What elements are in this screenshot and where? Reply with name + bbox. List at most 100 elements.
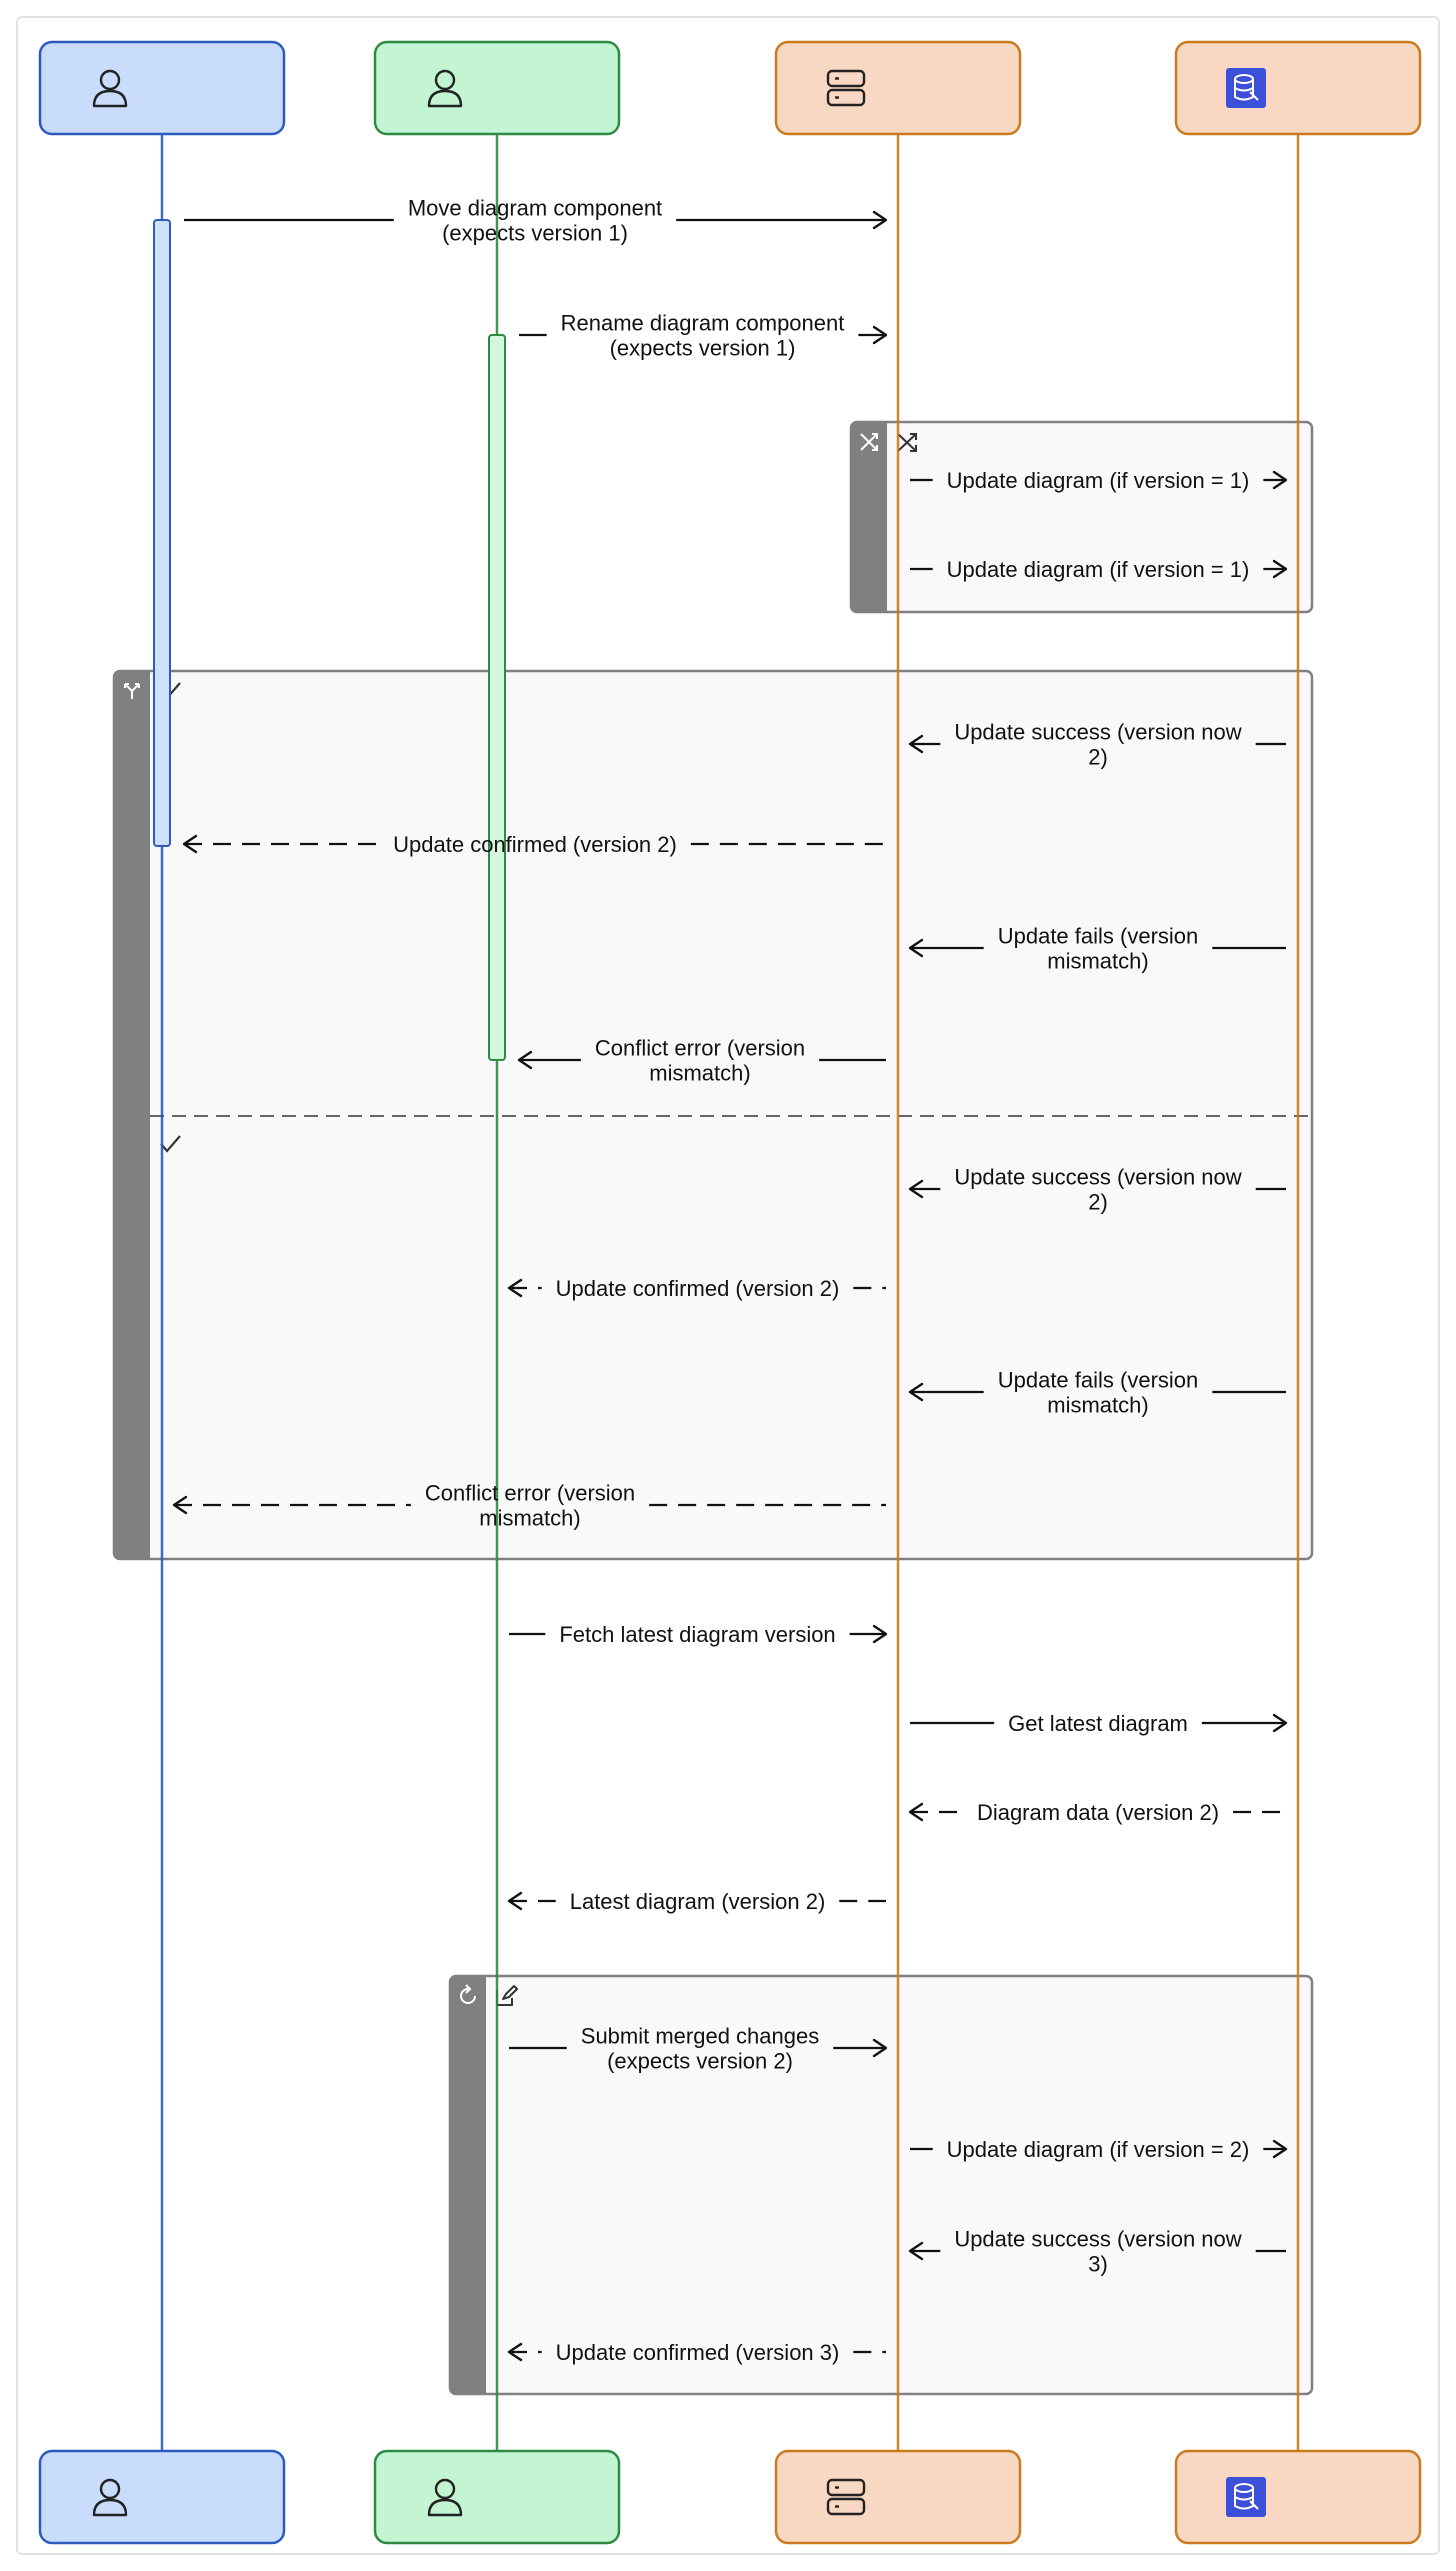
message-13: Get latest diagram [910,1711,1288,1736]
message-14: Diagram data (version 2) [908,1800,1286,1825]
message-label: mismatch) [1047,1393,1148,1418]
user_b-participant-header [373,40,621,136]
user-icon [92,2478,128,2517]
backend-participant-box [774,40,1022,136]
shuffle-icon [897,433,917,452]
message-arrowhead [872,325,888,345]
database-icon [1226,2477,1266,2517]
par-fragment-sidebar [851,422,887,612]
message-arrowhead [908,1802,924,1822]
user_a-participant-box [38,2449,286,2545]
message-arrowhead [172,1495,188,1515]
message-label: Update success (version now [954,1165,1241,1190]
user-icon [427,69,463,108]
opt-fragment-box [448,1974,1314,2396]
message-2: Update diagram (if version = 1) [910,468,1288,493]
message-label: mismatch) [649,1061,750,1086]
message-arrowhead [1272,470,1288,490]
backend-participant-header [774,40,1022,136]
message-label: Conflict error (version [425,1481,635,1506]
message-label: Fetch latest diagram version [559,1622,835,1647]
message-17: Update diagram (if version = 2) [910,2137,1288,2162]
message-label: Update diagram (if version = 1) [947,557,1250,582]
message-label: Update fails (version [998,924,1199,949]
message-arrowhead [507,1891,523,1911]
user_a-participant-footer [38,2449,286,2545]
message-0: Move diagram component(expects version 1… [184,196,888,246]
message-arrowhead [872,1624,888,1644]
user_b-activation-bar [488,334,506,1061]
backend-participant-footer [774,2449,1022,2545]
message-arrowhead [908,734,924,754]
message-12: Fetch latest diagram version [509,1622,888,1647]
user_a-participant-box [38,40,286,136]
message-label: Rename diagram component [561,311,845,336]
message-arrowhead [908,1382,924,1402]
server-icon [826,69,866,107]
backend-participant-box [774,2449,1022,2545]
shuffle-icon [860,433,878,451]
message-label: Move diagram component [408,196,662,221]
message-label: Latest diagram (version 2) [570,1889,826,1914]
message-label: 2) [1088,1190,1108,1215]
message-label: Update diagram (if version = 1) [947,468,1250,493]
message-arrowhead [507,1278,523,1298]
message-label: Update success (version now [954,2227,1241,2252]
message-1: Rename diagram component(expects version… [519,311,888,361]
user-icon [92,69,128,108]
message-5: Update confirmed (version 2) [182,832,886,857]
message-label: Update success (version now [954,720,1241,745]
message-label: Update confirmed (version 3) [556,2340,840,2365]
server-icon [826,2478,866,2516]
user-icon [427,2478,463,2517]
alt-fragment-sidebar [114,671,150,1559]
loop-icon [460,1984,476,2004]
message-arrowhead [1272,1713,1288,1733]
message-9: Update confirmed (version 2) [507,1276,886,1301]
message-arrowhead [1272,559,1288,579]
message-arrowhead [182,834,198,854]
split-icon [124,683,140,699]
user_b-participant-footer [373,2449,621,2545]
message-label: mismatch) [1047,949,1148,974]
message-label: Conflict error (version [595,1036,805,1061]
diagram-frame [16,16,1440,2555]
user_a-activation-bar [153,219,171,847]
message-label: (expects version 2) [607,2049,793,2074]
par-fragment [849,420,1314,614]
message-arrowhead [507,2342,523,2362]
message-3: Update diagram (if version = 1) [910,557,1288,582]
message-label: (expects version 1) [442,221,628,246]
message-label: Update confirmed (version 2) [393,832,677,857]
message-label: Update fails (version [998,1368,1199,1393]
user_a-participant-header [38,40,286,136]
message-label: Get latest diagram [1008,1711,1188,1736]
database-participant-header [1174,40,1422,136]
message-arrowhead [908,938,924,958]
opt-fragment [448,1974,1314,2396]
message-label: Update diagram (if version = 2) [947,2137,1250,2162]
database-participant-box [1174,40,1422,136]
database-participant-box [1174,2449,1422,2545]
user_b-participant-box [373,2449,621,2545]
user_b-participant-box [373,40,621,136]
message-arrowhead [908,1179,924,1199]
message-label: 3) [1088,2252,1108,2277]
message-arrowhead [1272,2139,1288,2159]
message-label: Update confirmed (version 2) [556,1276,840,1301]
message-label: 2) [1088,745,1108,770]
alt-fragment [112,669,1314,1561]
opt-fragment-sidebar [450,1976,486,2394]
par-fragment-box [849,420,1314,614]
message-arrowhead [517,1050,533,1070]
message-19: Update confirmed (version 3) [507,2340,886,2365]
message-arrowhead [908,2241,924,2261]
